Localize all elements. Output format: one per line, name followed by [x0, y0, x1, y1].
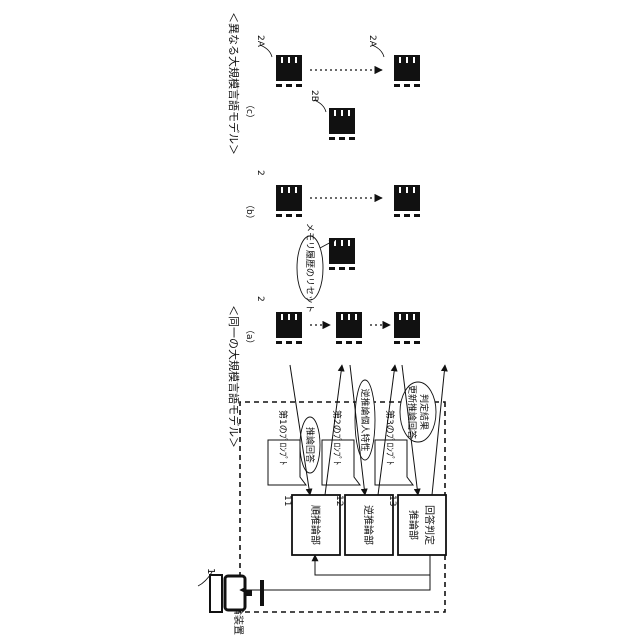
unit-12-ref: 12 — [334, 495, 344, 506]
server-icon-2A-left — [276, 55, 302, 87]
server-icon-a-1 — [276, 312, 302, 344]
computer-icon — [210, 575, 264, 612]
same-model-heading: ＜同一の大規模言語モデル＞ — [227, 305, 241, 448]
different-model-heading: ＜異なる大規模言語モデル＞ — [227, 12, 241, 155]
device-ref: 1 — [205, 568, 216, 574]
server-icon-b-right — [394, 185, 420, 217]
svg-text:推論回答: 推論回答 — [304, 427, 316, 463]
unit-11-forward-inference: 順推論部 11 — [282, 495, 340, 555]
svg-text:第1のﾌﾟﾛﾝﾌﾟﾄ: 第1のﾌﾟﾛﾝﾌﾟﾄ — [277, 410, 289, 465]
panel-c-label: （c） — [244, 100, 255, 123]
server-icon-a-2 — [336, 312, 362, 344]
server-label-b-left: 2 — [255, 170, 265, 176]
unit-11-ref: 11 — [282, 495, 292, 506]
server-icon-b-reset — [329, 238, 355, 270]
panel-b-label: （b） — [244, 200, 255, 224]
svg-text:判定結果: 判定結果 — [418, 394, 430, 430]
server-label-2A-left: 2A — [255, 35, 265, 48]
unit-12-backward-inference: 逆推論部 12 — [334, 495, 393, 555]
memory-reset-label: メモリ履歴のリセット — [304, 223, 315, 313]
unit-13-label-line2: 推論部 — [407, 510, 420, 540]
svg-text:逆推論個人特性: 逆推論個人特性 — [359, 388, 371, 451]
panel-a-label: （a） — [244, 325, 255, 349]
unit-11-label: 順推論部 — [309, 505, 322, 545]
unit-13-answer-judgment: 回答判定 推論部 13 — [387, 495, 446, 555]
unit-12-label: 逆推論部 — [362, 505, 375, 545]
unit-13-label-line1: 回答判定 — [423, 505, 436, 545]
server-label-a: 2 — [255, 296, 265, 302]
server-icon-a-3 — [394, 312, 420, 344]
server-icon-2B — [329, 108, 355, 140]
server-icon-b-left — [276, 185, 302, 217]
unit-13-ref: 13 — [387, 495, 397, 506]
server-icon-2A-right — [394, 55, 420, 87]
server-label-2A-right: 2A — [367, 35, 377, 48]
